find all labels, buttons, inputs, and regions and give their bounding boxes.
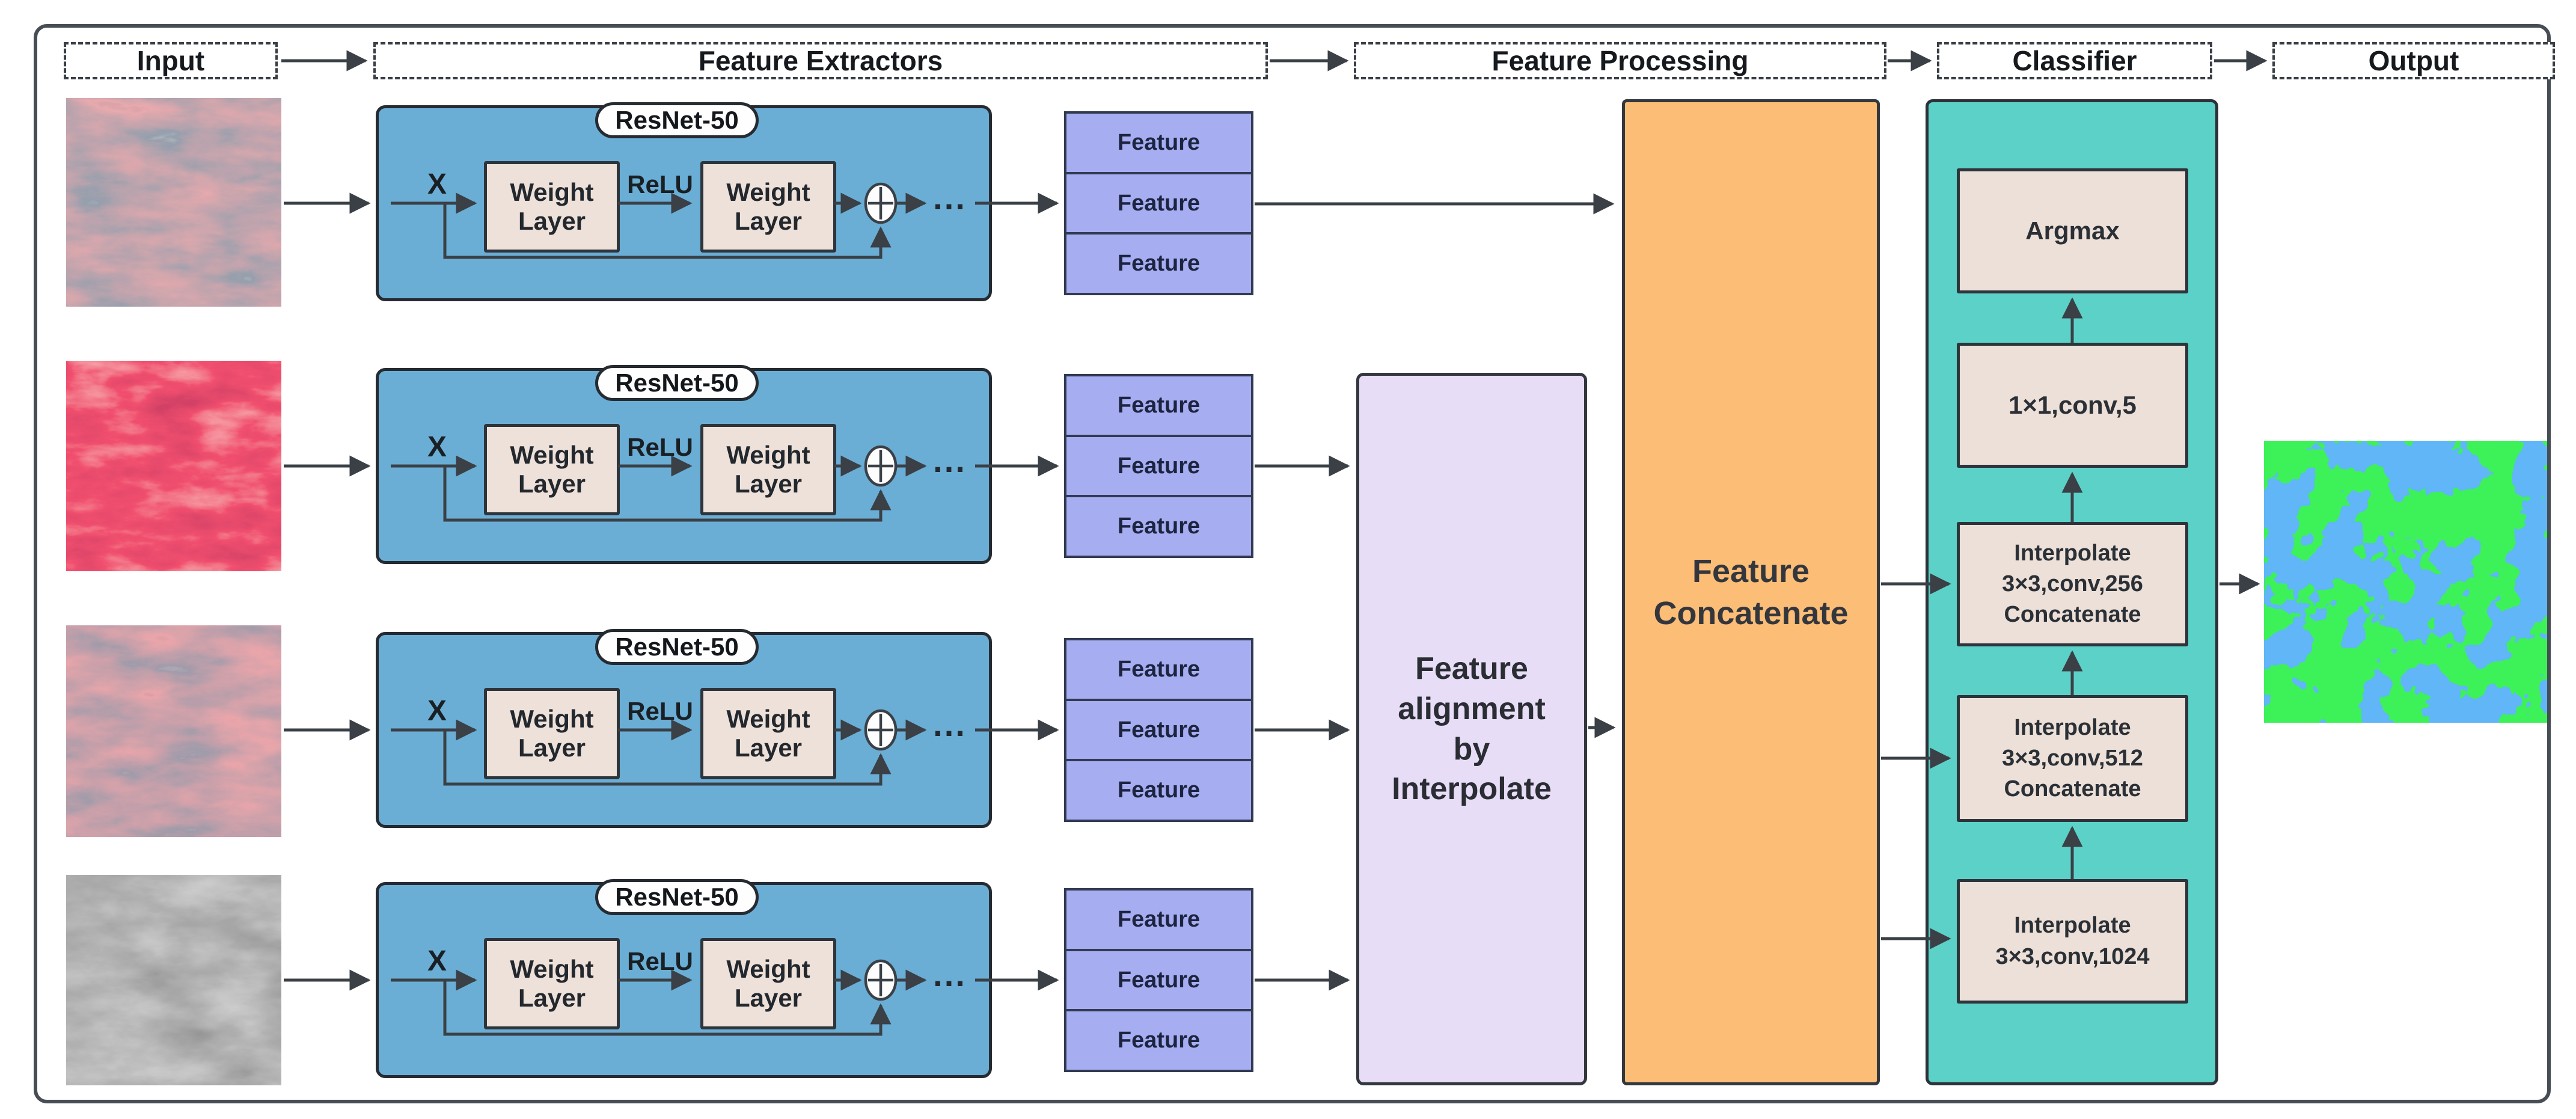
header-feature-processing: Feature Processing	[1354, 42, 1886, 79]
feature-concatenate-box: Feature Concatenate	[1622, 99, 1880, 1085]
residual-input-label: X	[427, 694, 447, 727]
weight-layer-box: Weight Layer	[484, 688, 620, 779]
input-image-dem	[66, 875, 281, 1085]
relu-label: ReLU	[627, 697, 693, 725]
weight-layer-box: Weight Layer	[484, 424, 620, 515]
input-image-infrared	[66, 361, 281, 571]
classifier-conv1x1-box: 1×1,conv,5	[1957, 343, 2188, 468]
feature-box: Feature	[1064, 232, 1253, 296]
feature-stack-4: Feature Feature Feature	[1064, 888, 1253, 1073]
ellipsis-label: ...	[933, 955, 967, 993]
feature-stack-1: Feature Feature Feature	[1064, 111, 1253, 296]
output-classification-map	[2264, 441, 2547, 723]
header-feature-extractors-label: Feature Extractors	[698, 45, 943, 76]
feature-box: Feature	[1064, 495, 1253, 559]
feature-box: Feature	[1064, 948, 1253, 1012]
feature-box: Feature	[1064, 759, 1253, 823]
residual-input-label: X	[427, 945, 447, 977]
header-input: Input	[64, 42, 278, 79]
resnet-block-2: ResNet-50 Weight Layer Weight Layer X Re…	[376, 365, 992, 564]
feature-box: Feature	[1064, 171, 1253, 235]
feature-box: Feature	[1064, 434, 1253, 498]
classifier-interp256-box: Interpolate 3×3,conv,256 Concatenate	[1957, 522, 2188, 646]
feature-box: Feature	[1064, 111, 1253, 174]
relu-label: ReLU	[627, 947, 693, 975]
relu-label: ReLU	[627, 170, 693, 198]
resnet-title-pill: ResNet-50	[595, 879, 759, 915]
input-image-optical-1	[66, 98, 281, 307]
resnet-title-pill: ResNet-50	[595, 629, 759, 665]
weight-layer-box: Weight Layer	[484, 161, 620, 253]
weight-layer-box: Weight Layer	[700, 688, 836, 779]
header-classifier: Classifier	[1937, 42, 2212, 79]
weight-layer-box: Weight Layer	[700, 424, 836, 515]
resnet-block-4: ResNet-50 Weight Layer Weight Layer X Re…	[376, 879, 992, 1078]
feature-alignment-box: Feature alignment by Interpolate	[1356, 373, 1587, 1085]
header-classifier-label: Classifier	[2012, 45, 2137, 76]
feature-box: Feature	[1064, 374, 1253, 437]
resnet-title-pill: ResNet-50	[595, 102, 759, 138]
ellipsis-label: ...	[933, 705, 967, 743]
header-output-label: Output	[2368, 45, 2459, 76]
resnet-title-pill: ResNet-50	[595, 365, 759, 401]
relu-label: ReLU	[627, 433, 693, 461]
feature-box: Feature	[1064, 1009, 1253, 1073]
weight-layer-box: Weight Layer	[484, 938, 620, 1029]
input-image-optical-2	[66, 625, 281, 837]
feature-box: Feature	[1064, 888, 1253, 951]
feature-box: Feature	[1064, 638, 1253, 701]
residual-input-label: X	[427, 168, 447, 200]
classifier-interp512-box: Interpolate 3×3,conv,512 Concatenate	[1957, 695, 2188, 822]
classifier-argmax-box: Argmax	[1957, 168, 2188, 293]
classifier-interp1024-box: Interpolate 3×3,conv,1024	[1957, 879, 2188, 1004]
resnet-block-3: ResNet-50 Weight Layer Weight Layer X Re…	[376, 629, 992, 828]
header-feature-extractors: Feature Extractors	[373, 42, 1268, 79]
header-feature-processing-label: Feature Processing	[1491, 45, 1749, 76]
feature-stack-3: Feature Feature Feature	[1064, 638, 1253, 823]
weight-layer-box: Weight Layer	[700, 161, 836, 253]
residual-input-label: X	[427, 431, 447, 463]
ellipsis-label: ...	[933, 178, 967, 216]
feature-box: Feature	[1064, 698, 1253, 762]
feature-stack-2: Feature Feature Feature	[1064, 374, 1253, 559]
weight-layer-box: Weight Layer	[700, 938, 836, 1029]
resnet-block-1: ResNet-50 Weight Layer Weight Layer X Re…	[376, 102, 992, 301]
header-output: Output	[2272, 42, 2555, 79]
ellipsis-label: ...	[933, 441, 967, 479]
header-input-label: Input	[136, 45, 205, 76]
